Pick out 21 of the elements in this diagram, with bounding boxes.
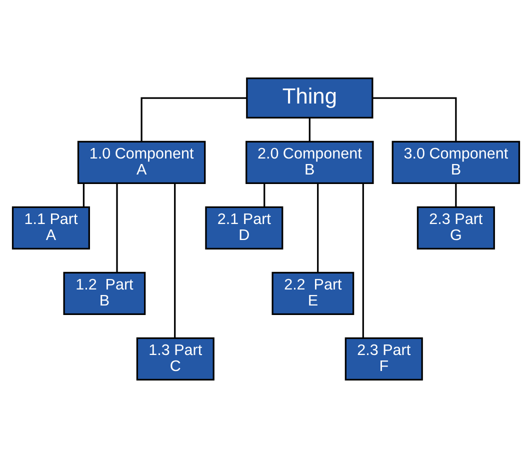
connector (317, 183, 319, 272)
node-box: 3.0 Component B (392, 140, 520, 184)
connector (82, 184, 85, 207)
connector (372, 97, 457, 142)
node-box: 1.2 Part B (63, 272, 146, 315)
node-box: Thing (246, 78, 374, 118)
node-box: 1.3 Part C (136, 337, 214, 380)
node-box: 2.1 Part D (205, 206, 284, 250)
node-box: 2.0 Component B (246, 140, 374, 184)
connector (455, 184, 457, 207)
connector (116, 183, 118, 272)
node-box: 2.2 Part E (272, 272, 354, 315)
node-box: 1.0 Component A (77, 140, 206, 184)
node-box: 2.3 Part F (344, 337, 423, 380)
connector (308, 118, 310, 142)
node-box: 2.3 Part G (416, 206, 495, 250)
connector (264, 184, 266, 207)
node-box: 1.1 Part A (12, 206, 90, 250)
connector (362, 183, 364, 338)
connector (140, 97, 247, 142)
connector (174, 183, 176, 338)
